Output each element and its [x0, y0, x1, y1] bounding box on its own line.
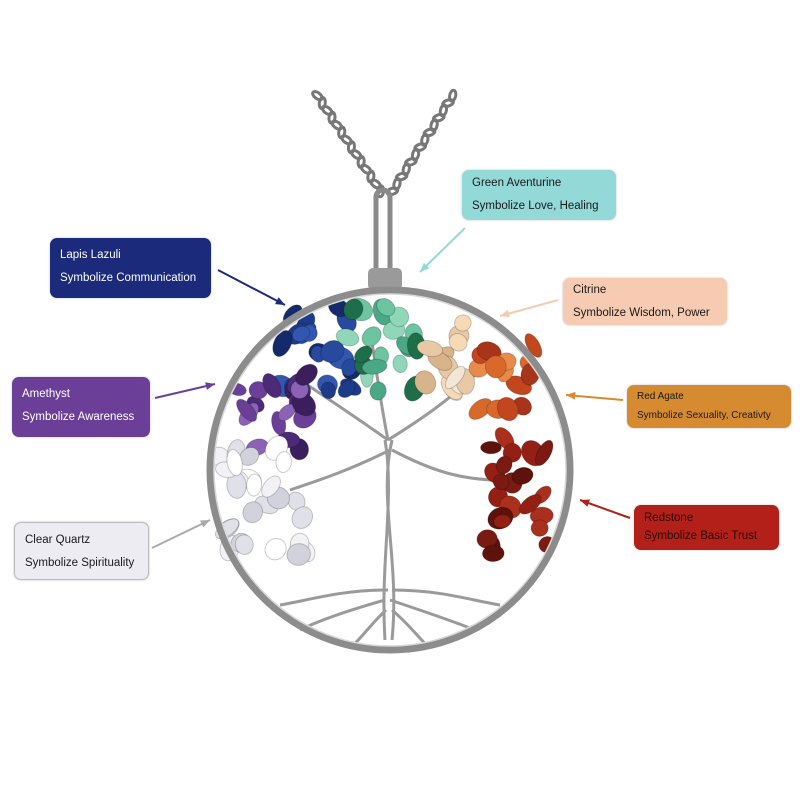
callout-arrow [217, 269, 286, 306]
arrowhead-icon [566, 391, 576, 400]
stone-meaning: Symbolize Basic Trust [644, 530, 758, 542]
green-aventurine-chip [361, 358, 388, 375]
green-aventurine-chip [343, 298, 364, 321]
stone-name: Lapis Lazuli [60, 249, 121, 261]
redstone-chip [535, 439, 554, 466]
label-redstone: Redstone Symbolize Basic Trust [634, 505, 779, 550]
stone-name: Clear Quartz [25, 534, 91, 546]
arrowhead-icon [500, 309, 510, 318]
green-aventurine-chip [335, 328, 360, 347]
green-aventurine-chip [354, 345, 373, 364]
redstone-chip [530, 519, 549, 537]
callout-arrow [154, 383, 216, 399]
tree-branch [299, 378, 389, 442]
stone-name: Red Agate [637, 391, 684, 402]
green-aventurine-chip [392, 354, 408, 374]
redstone-chip [493, 514, 512, 529]
clear-quartz-chip [261, 475, 282, 498]
redstone-chip [495, 455, 513, 475]
tree-branch [389, 598, 476, 632]
arrowhead-icon [275, 297, 285, 305]
citrine-chip [416, 340, 444, 358]
clear-quartz-chip [226, 449, 243, 477]
lapis-lazuli-chip [291, 325, 311, 343]
red-agate-chip [484, 355, 507, 379]
gemstone-chips [207, 297, 557, 566]
green-aventurine-chip [361, 326, 382, 347]
pendant-bail [373, 187, 393, 278]
stone-meaning: Symbolize Spirituality [25, 557, 135, 569]
arrowhead-icon [205, 382, 215, 390]
callout-arrows [151, 227, 631, 549]
tree-branch [279, 588, 389, 607]
stone-name: Citrine [573, 284, 607, 296]
citrine-chip [448, 332, 468, 352]
tree-trunk [279, 329, 501, 650]
clear-quartz-chip [291, 506, 314, 529]
wire-wrap [368, 268, 402, 290]
clear-quartz-chip [234, 534, 254, 555]
amethyst-chip [295, 363, 318, 386]
stone-meaning: Symbolize Sexuality, Creativty [637, 410, 771, 421]
lapis-lazuli-chip [272, 330, 293, 358]
red-agate-chip [524, 333, 543, 358]
redstone-chip [480, 440, 502, 455]
callout-arrow [499, 299, 559, 317]
label-clear-quartz: Clear Quartz Symbolize Spirituality [14, 522, 149, 580]
redstone-chip [511, 466, 534, 485]
stone-name: Redstone [644, 512, 694, 524]
clear-quartz-chip [242, 501, 264, 524]
lapis-lazuli-chip [320, 339, 345, 363]
amethyst-chip [236, 398, 258, 422]
green-aventurine-chip [369, 381, 387, 401]
amethyst-chip [262, 373, 282, 399]
stone-meaning: Symbolize Love, Healing [472, 200, 599, 212]
lapis-lazuli-chip [337, 380, 356, 399]
arrowhead-icon [200, 520, 210, 528]
label-lapis-lazuli: Lapis Lazuli Symbolize Communication [50, 238, 211, 298]
green-aventurine-chip [376, 297, 396, 317]
tree-branch [391, 448, 501, 482]
label-green-aventurine: Green Aventurine Symbolize Love, Healing [462, 170, 616, 220]
red-agate-chip [496, 396, 519, 422]
stone-meaning: Symbolize Awareness [22, 411, 135, 423]
tree-branch [391, 588, 501, 607]
lapis-lazuli-chip [341, 358, 358, 377]
redstone-chip [492, 473, 510, 491]
label-citrine: Citrine Symbolize Wisdom, Power [563, 278, 727, 325]
citrine-chip [414, 370, 437, 395]
redstone-chip [481, 544, 505, 563]
stone-name: Amethyst [22, 388, 70, 400]
clear-quartz-chip [286, 543, 311, 566]
citrine-chip [454, 314, 472, 332]
label-red-agate: Red Agate Symbolize Sexuality, Creativty [627, 385, 791, 428]
stone-meaning: Symbolize Wisdom, Power [573, 307, 710, 319]
stone-name: Green Aventurine [472, 177, 562, 189]
clear-quartz-chip [275, 451, 292, 473]
arrowhead-icon [420, 262, 430, 272]
callout-arrow [565, 394, 624, 401]
callout-arrow [419, 227, 466, 273]
red-agate-chip [468, 398, 493, 420]
clear-quartz-chip [264, 537, 287, 561]
stone-meaning: Symbolize Communication [60, 272, 197, 284]
necklace-chain [311, 88, 458, 199]
clear-quartz-chip [246, 473, 263, 497]
lapis-lazuli-chip [320, 381, 337, 400]
label-amethyst: Amethyst Symbolize Awareness [12, 377, 150, 437]
tree-branch [289, 448, 391, 492]
pendant-ring [206, 286, 574, 654]
citrine-chip [444, 365, 466, 390]
callout-arrow [151, 519, 211, 549]
arrowhead-icon [580, 499, 590, 507]
redstone-chip [518, 494, 542, 515]
